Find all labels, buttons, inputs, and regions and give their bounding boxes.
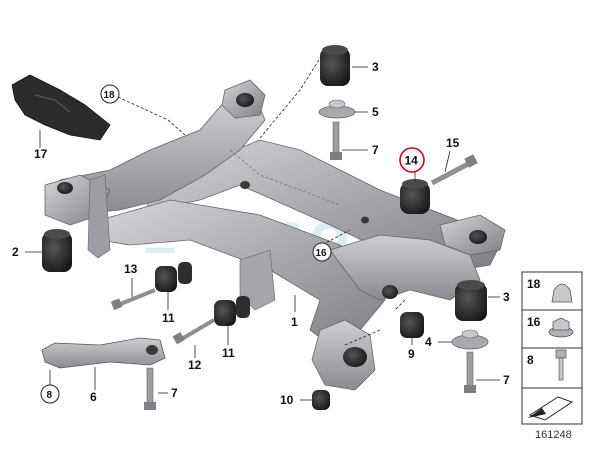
legend-label-8: 8 [527,353,534,367]
bushing-part-10 [312,390,330,410]
fastener-legend: 18 16 8 161248 [521,271,583,441]
washer-part-4 [451,329,489,350]
hex-bolt-icon [555,349,567,381]
callout-14-highlighted: 14 [405,154,419,168]
bushing-part-11-a [155,262,192,292]
callout-4: 4 [425,335,432,349]
bolt-part-7-upper [330,121,342,160]
callout-labels: 3 5 7 15 3 4 7 9 10 1 2 11 11 12 13 6 7 … [12,60,510,407]
callout-1: 1 [291,315,298,329]
callout-6: 6 [90,390,97,404]
bolt-part-7-lower [144,367,156,410]
rubber-mount-part-3-lower [455,280,487,321]
bolt-part-12 [172,318,216,345]
rubber-mount-part-2 [42,229,72,272]
callout-3-upper: 3 [372,60,379,74]
leader-lines [25,54,500,401]
callout-9: 9 [408,347,415,361]
flange-nut-icon [548,317,574,338]
rubber-mount-part-3-upper [320,45,350,86]
callout-10: 10 [280,393,294,407]
callout-2: 2 [12,245,19,259]
callout-7-right: 7 [503,373,510,387]
callout-17: 17 [34,147,48,161]
callout-13: 13 [124,262,138,276]
bolt-part-7-right [464,351,476,393]
callout-18: 18 [104,90,116,101]
bushing-part-11-b [214,296,250,326]
link-arm-part-6 [41,337,166,369]
direction-arrow-icon [528,396,574,421]
callout-7-upper: 7 [372,143,379,157]
clip-nut-icon [551,283,573,303]
callout-11-a: 11 [162,311,175,325]
legend-label-16: 16 [527,315,541,329]
callout-15: 15 [446,136,460,150]
callout-7-lower: 7 [171,386,178,400]
heat-shield-part-17 [11,74,111,141]
bushing-part-9 [400,312,424,338]
rubber-bushing-part-14 [400,179,430,214]
bolt-part-15 [430,154,478,186]
callout-3-lower: 3 [503,290,510,304]
callout-11-b: 11 [222,346,235,360]
bolt-part-13 [110,288,156,311]
subframe-part-1 [44,79,506,391]
washer-part-5 [318,99,356,119]
diagram-id: 161248 [535,429,572,441]
callout-12: 12 [188,358,202,372]
callout-16: 16 [316,248,328,259]
callout-5: 5 [372,105,379,119]
callout-8: 8 [47,390,53,401]
legend-label-18: 18 [527,277,541,291]
